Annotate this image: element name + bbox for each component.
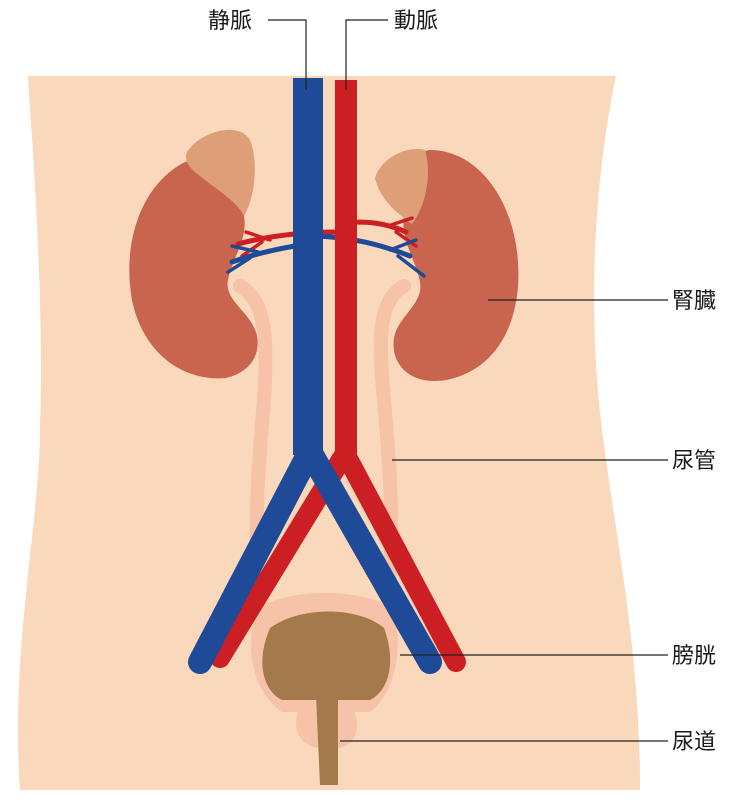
vein-leader-line	[268, 19, 307, 90]
urethra	[316, 695, 338, 785]
bladder-label: 膀胱	[672, 644, 716, 669]
right-adrenal-gland	[375, 149, 428, 224]
ureter-label: 尿管	[672, 449, 716, 474]
urethra-label: 尿道	[672, 730, 716, 755]
vein-label: 静脈	[208, 9, 252, 34]
left-adrenal-gland	[185, 129, 255, 216]
bladder	[262, 611, 391, 700]
renal-veins	[226, 233, 426, 278]
left-kidney	[129, 160, 258, 379]
right-kidney	[393, 150, 519, 381]
artery-label: 動脈	[394, 9, 438, 34]
artery-leader-line	[345, 19, 388, 90]
kidney-label: 腎臓	[672, 289, 716, 314]
vein	[188, 78, 442, 674]
